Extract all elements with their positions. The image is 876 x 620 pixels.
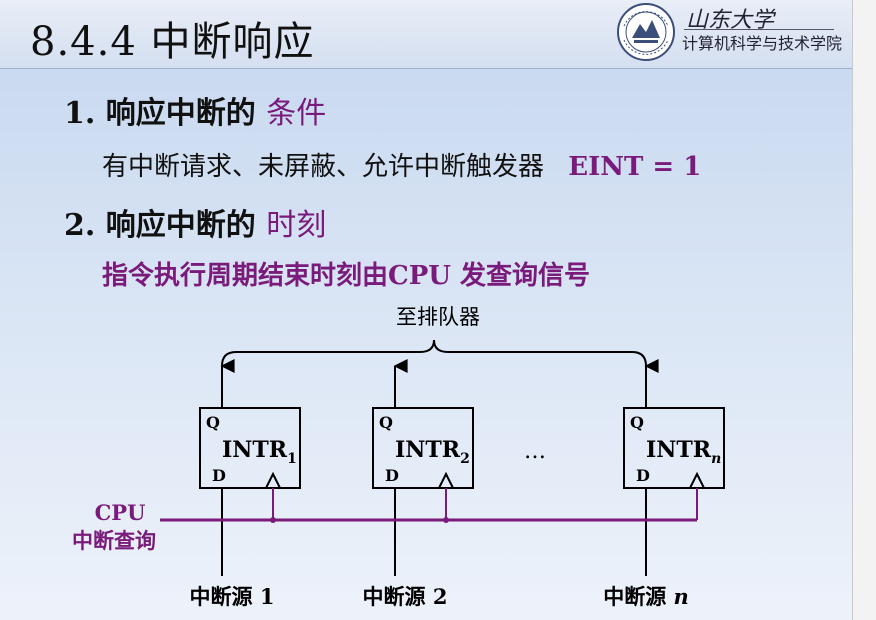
- queue-brace: [221, 339, 647, 367]
- intr-register-box-n: [623, 407, 725, 489]
- scrollbar-strip[interactable]: [852, 0, 876, 620]
- intr-register-box-2: [372, 407, 474, 489]
- clock-triangle-2: [438, 471, 454, 489]
- department-name: 计算机科学与技术学院: [682, 34, 843, 53]
- slide-header: 8.4.4 中断响应 山东大学 计算机科学与技术学院: [0, 0, 852, 69]
- clock-triangle-n: [689, 471, 705, 489]
- timing-text: 指令执行周期结束时刻由CPU 发查询信号: [102, 261, 590, 291]
- interrupt-source-label-n: 中断源 n: [603, 584, 689, 609]
- d-label-n: D: [636, 466, 650, 485]
- interrupt-source-label-1: 中断源 1: [190, 584, 275, 609]
- point-1-heading: 1. 响应中断的 条件: [64, 88, 326, 132]
- slide-title: 8.4.4 中断响应: [30, 19, 315, 65]
- register-1: Q INTR1 D 中断源 1: [190, 359, 301, 609]
- condition-text: 有中断请求、未屏蔽、允许中断触发器: [102, 152, 545, 182]
- q-label-n: Q: [630, 413, 644, 432]
- interrupt-query-label: 中断查询: [72, 528, 156, 553]
- cpu-label: CPU: [95, 500, 146, 525]
- logo-divider: [684, 29, 834, 30]
- register-2: Q INTR2 D 中断源 2: [363, 359, 474, 609]
- point-2-heading: 2. 响应中断的 时刻: [64, 200, 326, 244]
- intr-label-2: INTR2: [395, 437, 470, 467]
- d-label-1: D: [212, 466, 226, 485]
- point-2-label: 2. 响应中断的: [64, 208, 267, 243]
- intr-register-box-1: [199, 407, 301, 489]
- register-n: Q INTRn D 中断源 n: [603, 359, 725, 609]
- intr-label-1: INTR1: [222, 437, 297, 467]
- q-label-1: Q: [206, 413, 220, 432]
- q-label-2: Q: [379, 413, 393, 432]
- ellipsis: …: [524, 439, 546, 464]
- point-1-label: 1. 响应中断的: [64, 96, 267, 131]
- d-label-2: D: [385, 466, 399, 485]
- point-2-highlight: 时刻: [266, 208, 327, 243]
- slide-background: [0, 0, 852, 620]
- to-queue-label: 至排队器: [396, 305, 480, 329]
- university-name: 山东大学: [686, 8, 775, 33]
- university-logo: 山东大学 计算机科学与技术学院: [614, 2, 850, 62]
- condition-formula: EINT = 1: [568, 152, 702, 182]
- condition-line: 有中断请求、未屏蔽、允许中断触发器 EINT = 1: [102, 146, 701, 183]
- university-seal-icon: [617, 3, 675, 61]
- intr-label-n: INTRn: [646, 437, 721, 467]
- interrupt-diagram: 至排队器 Q INTR1 D 中断源 1 Q INTR2 D 中断源 2 … Q…: [72, 305, 725, 609]
- clock-triangle-1: [265, 471, 281, 489]
- interrupt-source-label-2: 中断源 2: [363, 584, 448, 609]
- point-1-highlight: 条件: [266, 96, 327, 131]
